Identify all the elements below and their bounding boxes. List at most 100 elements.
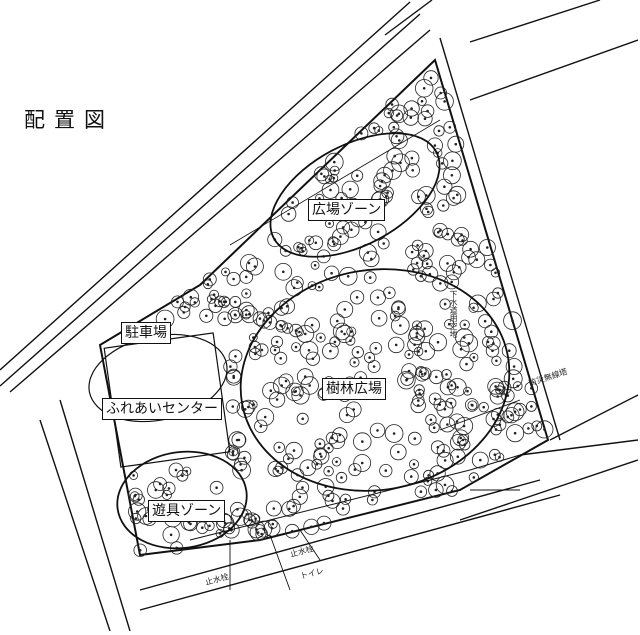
tree [467,400,478,411]
tree-trunk [433,144,437,147]
tree-trunk [343,332,346,336]
tree [484,324,499,339]
tree [240,305,259,324]
tree-trunk [360,461,364,465]
tree-trunk [254,517,257,520]
tree-trunk [169,533,173,537]
tree [308,235,324,251]
tree [289,323,303,338]
tree [478,238,496,256]
parking-label: 駐車場 [121,322,171,344]
tree-trunk [382,242,386,245]
tree-trunk [409,475,413,478]
tree-trunk [511,377,515,381]
tree [303,518,320,535]
road-sw-2 [39,419,111,632]
road-east-2 [519,439,639,456]
tree-trunk [135,510,139,513]
tree [278,373,294,389]
tree-trunk [459,436,463,440]
tree [324,174,335,184]
park-boundary [98,58,550,557]
tree [436,157,449,170]
tree-trunk [372,365,376,368]
tree [364,352,376,364]
tree [484,258,497,272]
tree [272,376,291,395]
tree-trunk [233,313,237,317]
tree-trunk [327,469,330,473]
tree-trunk [231,405,235,408]
tree-trunk [407,369,411,373]
tree-trunk [253,265,257,268]
tree [290,276,304,289]
tree-trunk [386,191,389,194]
tree-trunk [443,185,446,189]
tree [351,169,364,182]
tree-trunk [411,268,415,271]
tree-trunk [277,446,281,449]
tree-trunk [429,418,433,422]
tree [415,79,434,98]
tree [368,122,380,134]
tree [182,466,192,476]
tree-trunk [378,184,382,188]
tree-trunk [398,324,402,327]
tree-trunk [208,524,211,528]
tree [512,381,523,391]
tree-trunk [445,373,448,376]
tree [189,297,200,308]
tree [324,152,344,172]
tree [232,460,251,480]
tree [291,386,310,405]
leader-lines [229,399,521,591]
tree-trunk [303,332,307,336]
tree-trunk [434,488,438,492]
tree-trunk [416,399,420,402]
tree-trunk [331,499,334,503]
tree [228,431,246,449]
tree-trunk [355,174,359,178]
tree [452,429,470,447]
tree-trunk [313,263,317,267]
tree-trunk [247,405,250,409]
tree [463,386,472,396]
tree [414,485,428,498]
tree-trunk [243,456,246,460]
tree [296,368,314,385]
tree [369,341,383,355]
tree [284,523,300,539]
tree-trunk [260,348,264,352]
tree [433,227,443,237]
tree [282,453,294,465]
tree-trunk [298,495,302,499]
tree [329,165,340,176]
tree-trunk [368,356,371,359]
tree-trunk [494,385,497,388]
tree-trunk [443,100,446,103]
tree-trunk [512,365,516,368]
tree [459,439,471,451]
tree-trunk [372,126,376,130]
tree-trunk [234,354,237,358]
tree-trunk [422,254,426,258]
tree-trunk [311,357,315,361]
tree [202,272,217,287]
tree-trunk [232,374,236,378]
tree [315,332,326,343]
tree [390,131,408,149]
tree [267,232,283,248]
tree-trunk [206,282,210,286]
tree-trunk [486,340,490,344]
tree-trunk [527,427,530,430]
tree [310,260,320,270]
tree-trunk [368,276,372,279]
tree [335,324,354,344]
tree-trunk [405,377,409,381]
tree-trunk [181,474,184,478]
tree [132,493,145,506]
tree-trunk [387,111,391,115]
tree-trunk [529,386,533,390]
tree-trunk [425,262,429,266]
tree [389,104,409,124]
